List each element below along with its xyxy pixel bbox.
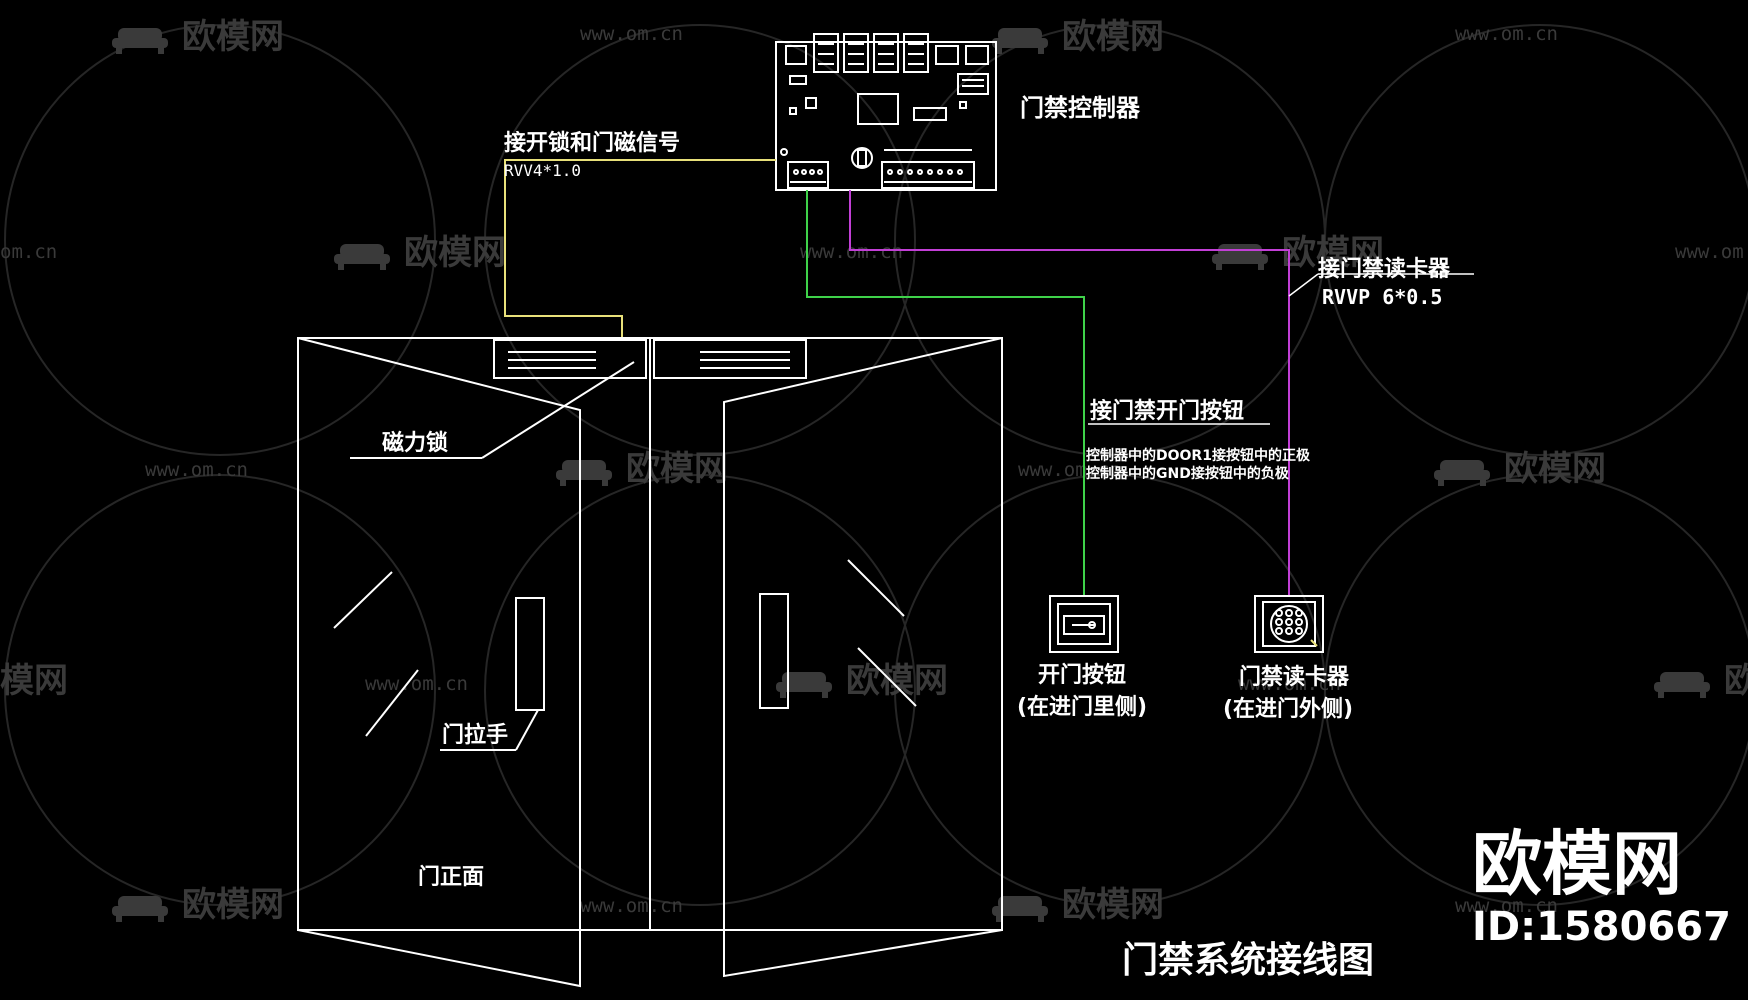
watermark-brand: 欧模网: [626, 449, 728, 489]
asset-id: ID:1580667: [1472, 904, 1731, 950]
watermark-brand-fragment: 模网: [0, 661, 68, 701]
door-handle: [515, 597, 545, 711]
watermark-layer: [4, 24, 1748, 906]
lock-signal-label: 接开锁和门磁信号: [504, 130, 680, 156]
door-handle: [759, 593, 789, 709]
watermark-brand: 欧模网: [404, 233, 506, 273]
watermark-brand: 欧模网: [1504, 449, 1606, 489]
watermark-url: www.om.cn: [1018, 459, 1121, 481]
card-reader-wire: [849, 190, 1290, 596]
magnetic-lock: [493, 339, 647, 379]
diagram-title: 门禁系统接线图: [1122, 940, 1374, 981]
reader-name-label: 门禁读卡器: [1239, 664, 1350, 690]
reader-cable-label: RVVP 6*0.5: [1322, 285, 1442, 309]
sofa-logo-icon: [1212, 244, 1268, 270]
button-note-positive: 控制器中的DOOR1接按钮中的正极: [1086, 447, 1311, 464]
label-underlines: [1088, 273, 1474, 425]
lock-signal-wire: [504, 159, 776, 338]
reader-side-label: (在进门外侧): [1223, 696, 1353, 722]
watermark-url: www.om.cn: [580, 895, 683, 917]
sofa-logo-icon: [112, 896, 168, 922]
sofa-logo-icon: [1434, 460, 1490, 486]
circuit-board-icon: [775, 33, 997, 191]
button-note-negative: 控制器中的GND接按钮中的负极: [1086, 465, 1290, 482]
exit-button-icon: [1049, 595, 1119, 653]
keypad-reader-icon: [1254, 595, 1324, 653]
brand-logo: 欧模网: [1472, 823, 1682, 905]
watermark-url: www.om.cn: [800, 241, 903, 263]
exit-button-wire: [806, 190, 1085, 596]
watermark-url: www.om.cn: [1455, 895, 1558, 917]
watermark-brand: 欧模网: [182, 885, 284, 925]
lock-cable-label: RVV4*1.0: [504, 161, 581, 180]
watermark-brand: 欧模网: [1062, 17, 1164, 57]
right-door-leaf: [723, 337, 1003, 978]
watermark-brand: 欧模网: [182, 17, 284, 57]
watermark-brand: 欧模网: [1062, 885, 1164, 925]
button-side-label: (在进门里侧): [1017, 694, 1147, 720]
watermark-url: www.om.cn: [365, 673, 468, 695]
sofa-logo-icon: [992, 28, 1048, 54]
watermark-url: www.om.cn: [1455, 23, 1558, 45]
watermark-brand: 欧模网: [846, 661, 948, 701]
reader-wire-label: 接门禁读卡器: [1318, 256, 1451, 282]
watermark-url: www.om.cn: [580, 23, 683, 45]
watermark-url: www.om.cn: [1238, 673, 1341, 695]
sofa-logo-icon: [992, 896, 1048, 922]
sofa-logo-icon: [112, 28, 168, 54]
door-front-label: 门正面: [418, 864, 484, 890]
button-wire-label: 接门禁开门按钮: [1090, 398, 1244, 424]
left-door-leaf: [297, 337, 581, 988]
mag-lock-label: 磁力锁: [382, 430, 448, 456]
watermark-brand: 欧模网: [1724, 661, 1748, 701]
sofa-logo-icon: [1654, 672, 1710, 698]
watermark-url: www.om.cn: [1675, 241, 1748, 263]
watermark-brand: 欧模网: [1282, 233, 1384, 273]
sofa-logo-icon: [776, 672, 832, 698]
door-assembly: [297, 337, 1003, 988]
sofa-logo-icon: [334, 244, 390, 270]
magnetic-lock: [653, 339, 807, 379]
watermark-url-short: om.cn: [0, 241, 57, 263]
watermark-url: www.om.cn: [145, 459, 248, 481]
sofa-logo-icon: [556, 460, 612, 486]
watermark-texts: 欧模网 欧模网 欧模网 欧模网 欧模网 欧模网 欧模网 欧模网 欧模网 欧模网 …: [0, 17, 1748, 925]
button-name-label: 开门按钮: [1038, 662, 1126, 688]
controller-label: 门禁控制器: [1020, 94, 1141, 122]
handle-label: 门拉手: [442, 722, 508, 748]
